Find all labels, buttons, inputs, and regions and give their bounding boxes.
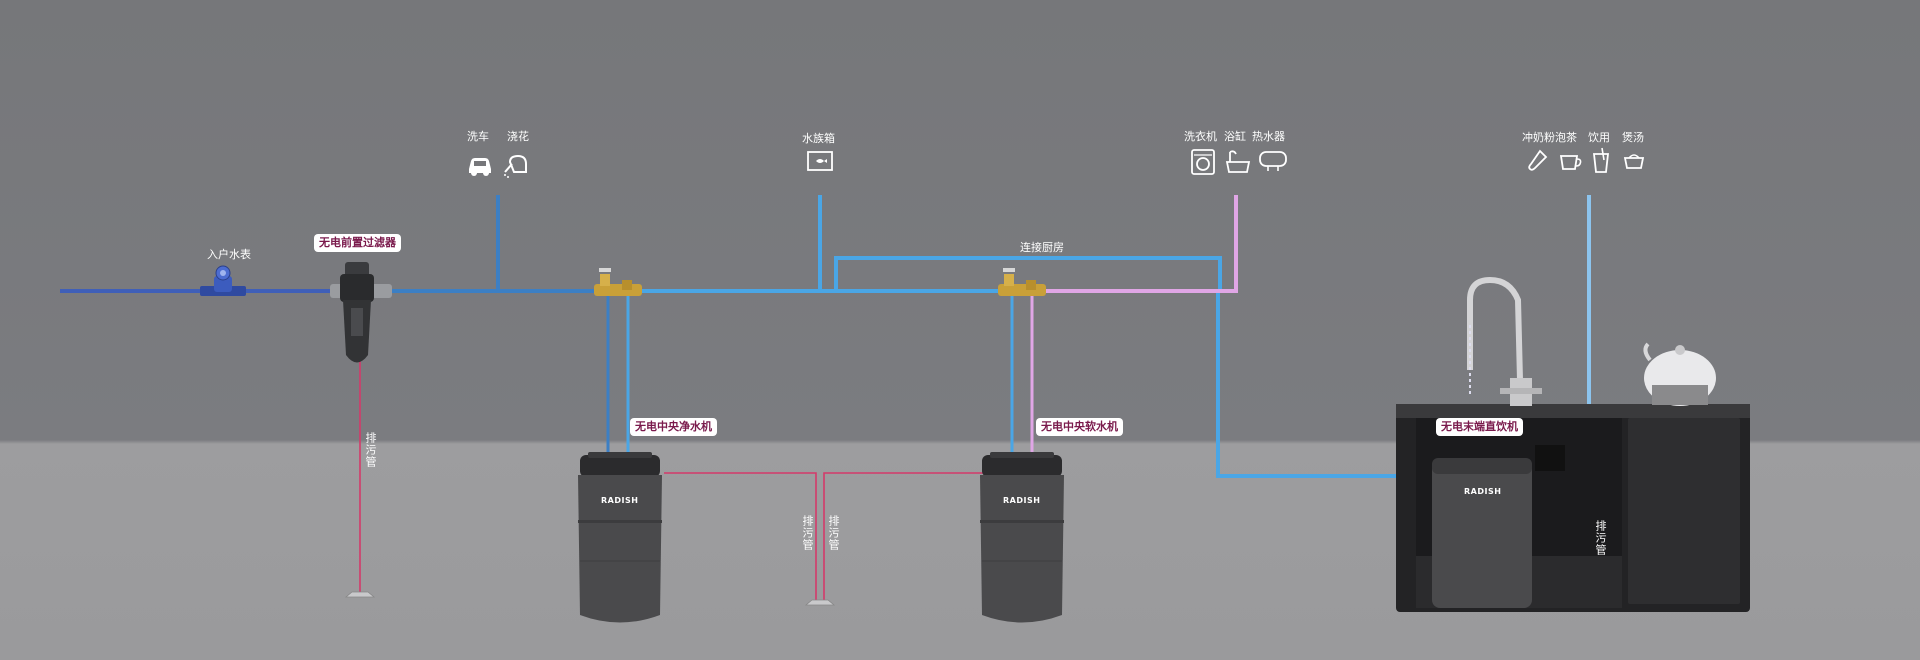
kitchen-faucet xyxy=(1467,276,1542,406)
drain-label-prefilter: 排污管 xyxy=(364,432,377,468)
connect-kitchen-label: 连接厨房 xyxy=(1020,241,1064,254)
water-heater-label: 热水器 xyxy=(1252,130,1285,143)
water-meter-label: 入户水表 xyxy=(207,248,251,261)
soup-pot-icon xyxy=(1623,154,1645,169)
terminal-dispenser-unit xyxy=(1432,458,1532,608)
bypass-valve-2 xyxy=(998,268,1046,296)
bathtub-icon xyxy=(1225,150,1251,173)
drinking-glass-icon xyxy=(1592,147,1610,173)
prefilter-tag: 无电前置过滤器 xyxy=(314,234,401,252)
kitchen-bypass-pipe xyxy=(834,256,1222,291)
washing-machine-label: 洗衣机 xyxy=(1184,130,1217,143)
floor-drain-2 xyxy=(804,599,836,606)
drinking-label: 饮用 xyxy=(1588,131,1610,144)
bathtub-label: 浴缸 xyxy=(1224,130,1246,143)
teacup-icon xyxy=(1559,155,1582,170)
drain-label-purifier: 排污管 xyxy=(801,515,814,551)
drain-label-softener: 排污管 xyxy=(827,515,840,551)
drain-label-dispenser: 排污管 xyxy=(1594,520,1607,556)
brand-mark-purifier: RADISH xyxy=(601,496,639,505)
watering-label: 浇花 xyxy=(507,130,529,143)
central-purifier-unit xyxy=(578,452,662,623)
soup-label: 煲汤 xyxy=(1622,131,1644,144)
watering-can-icon xyxy=(504,154,527,178)
milk-tea-label: 冲奶粉泡茶 xyxy=(1522,131,1577,144)
kitchen-feed-pipe xyxy=(1216,291,1410,478)
car-icon xyxy=(469,158,491,176)
softener-drain-pipe xyxy=(823,472,985,602)
washing-machine-icon xyxy=(1191,149,1215,175)
purifier-drain-pipe xyxy=(664,472,817,602)
aquarium-icon xyxy=(807,151,833,171)
central-purifier-tag: 无电中央净水机 xyxy=(630,418,717,436)
floor-drain-1 xyxy=(344,591,376,598)
bypass-valve-1 xyxy=(594,268,642,296)
soft-water-pipe xyxy=(1040,195,1238,293)
baby-bottle-icon xyxy=(1528,149,1548,171)
brand-mark-dispenser: RADISH xyxy=(1464,487,1502,496)
terminal-dispenser-tag: 无电末端直饮机 xyxy=(1436,418,1523,436)
brand-mark-softener: RADISH xyxy=(1003,496,1041,505)
central-softener-unit xyxy=(980,452,1064,623)
kettle xyxy=(1643,342,1716,406)
water-meter xyxy=(200,265,246,296)
aquarium-label: 水族箱 xyxy=(802,132,835,145)
car-wash-label: 洗车 xyxy=(467,130,489,143)
water-heater-icon xyxy=(1259,151,1287,171)
central-softener-tag: 无电中央软水机 xyxy=(1036,418,1123,436)
prefilter xyxy=(330,262,392,363)
